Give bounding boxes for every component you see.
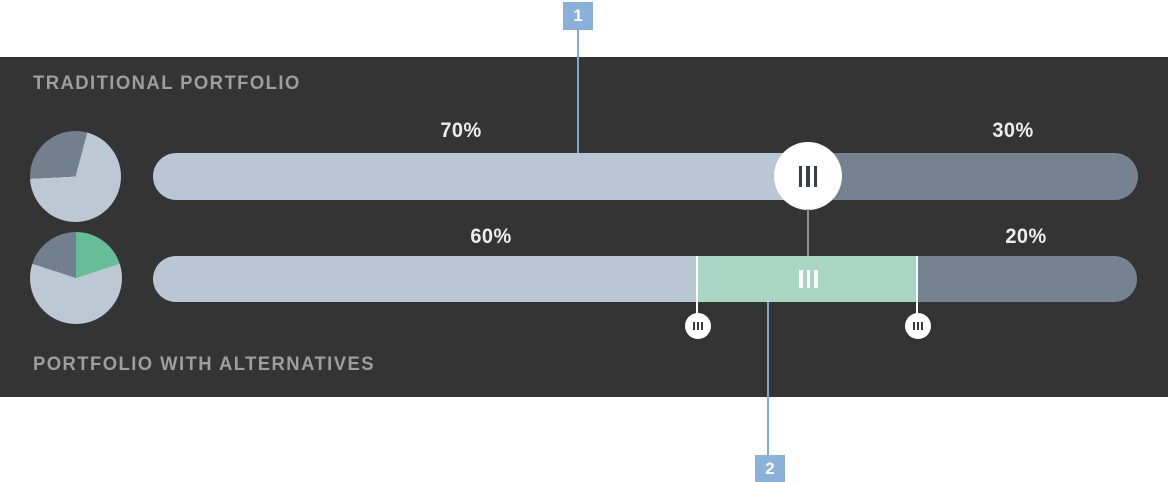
range-handle-left[interactable] [685,313,711,339]
alternatives-allocation-slider[interactable] [153,256,1137,302]
traditional-pie-icon [30,131,121,222]
alternatives-light-segment [153,256,697,302]
annotation-marker-1-label: 1 [573,6,583,25]
alternatives-pie-icon [30,232,122,324]
range-handle-right[interactable] [905,313,931,339]
annotation-line-1 [577,29,579,183]
traditional-allocation-slider[interactable] [153,153,1138,200]
alternatives-right-percentage: 20% [1005,225,1047,248]
alternatives-dark-segment [917,256,1137,302]
traditional-dark-segment [808,153,1138,200]
grip-icon [693,322,703,330]
grip-icon [913,322,923,330]
allocation-slider-handle[interactable] [774,142,842,210]
annotation-marker-2-label: 2 [765,458,775,478]
traditional-portfolio-title: TRADITIONAL PORTFOLIO [33,73,301,94]
annotation-line-2 [767,302,769,455]
handle-connector-line [807,209,809,256]
traditional-left-percentage: 70% [440,119,482,142]
traditional-right-percentage: 30% [992,119,1034,142]
alternatives-left-percentage: 60% [470,225,512,248]
portfolio-comparison-panel [0,57,1168,397]
green-segment-left-edge-line [696,256,698,314]
traditional-light-segment [153,153,808,200]
annotation-marker-2: 2 [755,455,785,482]
alternatives-portfolio-title: PORTFOLIO WITH ALTERNATIVES [33,354,376,375]
grip-icon [798,165,818,187]
grip-icon [799,270,818,288]
annotation-marker-1: 1 [563,2,593,30]
green-segment-right-edge-line [916,256,918,314]
